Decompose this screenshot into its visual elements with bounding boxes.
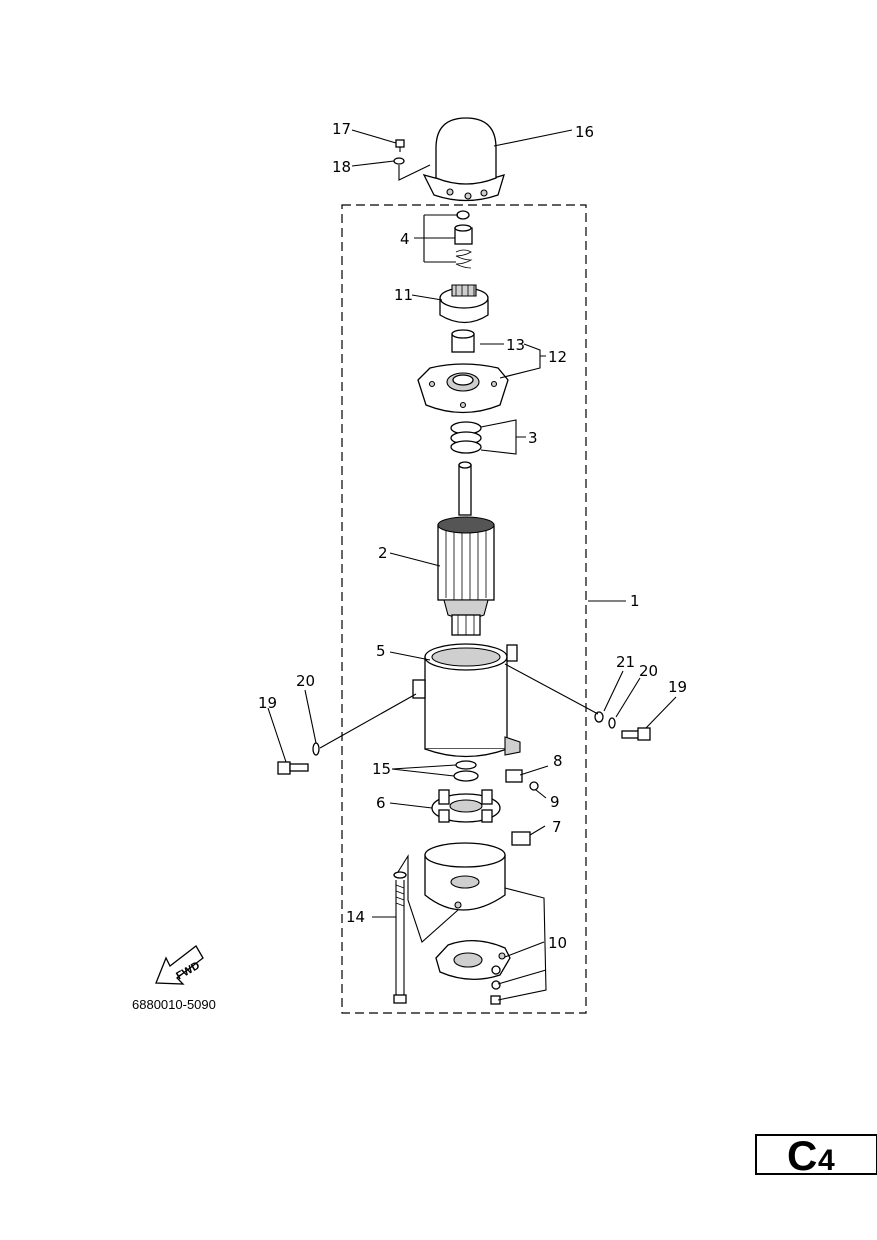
callout-19-right: 19 xyxy=(668,678,687,696)
callout-20-left: 20 xyxy=(296,672,315,690)
page-code-letter: C xyxy=(787,1132,817,1179)
callout-17: 17 xyxy=(332,120,351,138)
callout-9: 9 xyxy=(550,793,560,811)
callout-18: 18 xyxy=(332,158,351,176)
assembly-boundary xyxy=(341,204,587,1014)
part-17-screw xyxy=(395,139,405,152)
part-number: 6880010-5090 xyxy=(132,997,216,1012)
callout-14: 14 xyxy=(346,908,365,926)
part-10-bracket xyxy=(435,940,511,1005)
part-19-bolt-left xyxy=(277,761,309,775)
part-3-thrust-washers xyxy=(450,421,482,454)
lower-end-cover xyxy=(424,842,506,911)
part-12-end-bracket xyxy=(417,363,509,414)
part-15-washers xyxy=(453,760,479,782)
callout-8: 8 xyxy=(553,752,563,770)
part-4-stopper-set xyxy=(454,210,473,269)
callout-13: 13 xyxy=(506,336,525,354)
part-20-washer-right xyxy=(608,717,616,729)
part-21-washer-right xyxy=(594,711,604,723)
callout-21: 21 xyxy=(616,653,635,671)
part-11-pinion-gear xyxy=(439,284,489,324)
part-20-washer-left xyxy=(312,742,320,756)
callout-19-left: 19 xyxy=(258,694,277,712)
fwd-arrow-icon: FWD xyxy=(155,945,204,985)
callout-20-right: 20 xyxy=(639,662,658,680)
part-5-yoke xyxy=(412,643,521,758)
part-14-through-bolt xyxy=(393,871,407,1004)
part-19-bolt-right xyxy=(621,727,651,741)
callout-11: 11 xyxy=(394,286,413,304)
part-13-bushing xyxy=(451,329,475,353)
callout-10: 10 xyxy=(548,934,567,952)
callout-5: 5 xyxy=(376,642,386,660)
callout-3: 3 xyxy=(528,429,538,447)
page-code-box: C 4 xyxy=(755,1132,877,1179)
part-8-brush xyxy=(505,769,523,783)
callout-2: 2 xyxy=(378,544,388,562)
callout-16: 16 xyxy=(575,123,594,141)
callout-7: 7 xyxy=(552,818,562,836)
callout-15: 15 xyxy=(372,760,391,778)
page-code-number: 4 xyxy=(818,1144,835,1177)
callout-6: 6 xyxy=(376,794,386,812)
part-6-brush-holder xyxy=(431,789,501,823)
callout-12: 12 xyxy=(548,348,567,366)
callout-4: 4 xyxy=(400,230,410,248)
part-9-nut xyxy=(529,781,539,791)
part-16-cover-cap xyxy=(422,117,505,202)
part-2-armature xyxy=(437,461,495,636)
part-7-brush xyxy=(511,831,531,846)
leader-lines xyxy=(267,129,677,1001)
part-18-washer xyxy=(393,157,405,165)
callout-1: 1 xyxy=(630,592,640,610)
